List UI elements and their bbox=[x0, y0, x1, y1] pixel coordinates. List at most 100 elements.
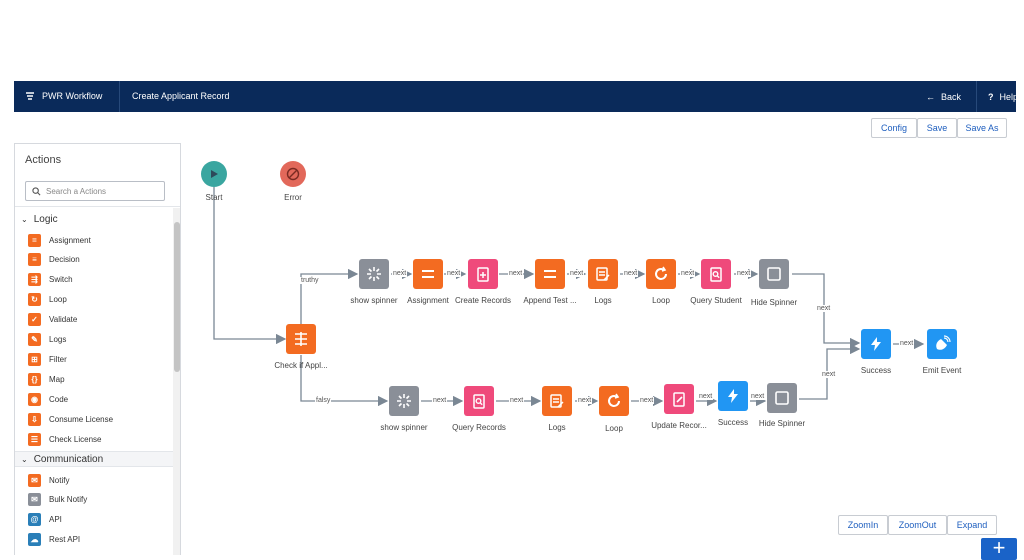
action-item-assignment[interactable]: =Assignment bbox=[28, 231, 91, 249]
error-node[interactable] bbox=[280, 161, 306, 187]
action-item-validate[interactable]: ✓Validate bbox=[28, 311, 77, 329]
top-navbar: PWR Workflow Create Applicant Record ← B… bbox=[14, 81, 1018, 112]
zoom-out-button[interactable]: ZoomOut bbox=[888, 515, 947, 535]
action-item-label: Consume License bbox=[49, 414, 114, 424]
action-item-switch[interactable]: ⇶Switch bbox=[28, 271, 73, 289]
edge-label-next: next bbox=[623, 270, 639, 277]
loop-icon bbox=[608, 393, 620, 407]
action-item-code[interactable]: ◉Code bbox=[28, 390, 68, 408]
menu-logo-icon[interactable] bbox=[24, 90, 36, 102]
action-item-label: Check License bbox=[49, 434, 102, 444]
loop-icon bbox=[655, 266, 667, 280]
action-item-label: Validate bbox=[49, 315, 78, 325]
query-student-node[interactable] bbox=[701, 259, 731, 289]
search-placeholder: Search a Actions bbox=[46, 186, 107, 196]
header-divider bbox=[119, 81, 120, 112]
falsy-loop-node[interactable] bbox=[599, 386, 629, 416]
error-label: Error bbox=[284, 193, 302, 202]
truthy-loop-label: Loop bbox=[652, 296, 670, 305]
add-fab-button[interactable]: + bbox=[981, 535, 1017, 560]
truthy-loop-node[interactable] bbox=[646, 259, 676, 289]
scrollbar-thumb[interactable] bbox=[174, 222, 180, 372]
action-item-map[interactable]: {}Map bbox=[28, 370, 65, 388]
checklist-icon: ☰ bbox=[28, 432, 41, 446]
falsy-hide-spinner-node[interactable] bbox=[767, 383, 797, 413]
panel-divider bbox=[15, 206, 180, 207]
check-applicant-decision-node[interactable] bbox=[286, 324, 316, 354]
falsy-loop-label: Loop bbox=[605, 424, 623, 433]
falsy-success-node[interactable] bbox=[718, 381, 748, 411]
query-records-label: Query Records bbox=[452, 423, 506, 432]
action-item-label: Loop bbox=[49, 295, 67, 305]
header-divider-2 bbox=[976, 81, 977, 112]
filter-icon: ⊞ bbox=[28, 352, 41, 366]
create-records-node[interactable] bbox=[468, 259, 498, 289]
action-item-label: Filter bbox=[49, 354, 67, 364]
action-item-check-license[interactable]: ☰ Check License bbox=[28, 430, 101, 448]
category-logic[interactable]: ⌄ Logic bbox=[15, 211, 173, 227]
success-node[interactable] bbox=[861, 329, 891, 359]
emit-event-node[interactable] bbox=[927, 329, 957, 359]
search-actions-input[interactable]: Search a Actions bbox=[25, 181, 165, 201]
update-records-label: Update Recor... bbox=[651, 421, 707, 430]
action-item-filter[interactable]: ⊞ Filter bbox=[28, 350, 67, 368]
logs-icon bbox=[550, 394, 564, 408]
falsy-logs-label: Logs bbox=[548, 423, 566, 432]
action-item-consume-license[interactable]: ⇩ Consume License bbox=[28, 410, 113, 428]
append-test-label: Append Test ... bbox=[523, 296, 577, 305]
falsy-logs-node[interactable] bbox=[542, 386, 572, 416]
zoom-in-button[interactable]: ZoomIn bbox=[838, 515, 888, 535]
config-button[interactable]: Config bbox=[871, 118, 917, 138]
category-communication[interactable]: ⌄ Communication bbox=[15, 451, 173, 467]
action-item-loop[interactable]: ↻Loop bbox=[28, 291, 67, 309]
help-button[interactable]: ? Help bbox=[980, 81, 1024, 112]
mail-icon: ✉ bbox=[28, 473, 41, 487]
expand-button[interactable]: Expand bbox=[947, 515, 997, 535]
action-item-decision[interactable]: ≡Decision bbox=[28, 251, 80, 269]
edge-label-next: next bbox=[816, 305, 832, 312]
assignment-node[interactable] bbox=[413, 259, 443, 289]
assignment-icon bbox=[422, 270, 434, 278]
action-item-notify[interactable]: ✉Notify bbox=[28, 471, 69, 489]
api-icon: @ bbox=[28, 513, 41, 527]
cloud-icon: ☁ bbox=[28, 533, 41, 547]
edge-label-next: next bbox=[639, 397, 655, 404]
truthy-logs-label: Logs bbox=[594, 296, 612, 305]
save-button[interactable]: Save bbox=[917, 118, 957, 138]
help-label: Help bbox=[999, 91, 1019, 102]
action-item-label: Map bbox=[49, 374, 65, 384]
start-node[interactable] bbox=[201, 161, 227, 187]
edge-label-next: next bbox=[680, 270, 696, 277]
falsy-show-spinner-node[interactable] bbox=[389, 386, 419, 416]
create-records-label: Create Records bbox=[454, 296, 512, 305]
append-test-node[interactable] bbox=[535, 259, 565, 289]
spinner-icon bbox=[397, 394, 411, 408]
action-item-label: Assignment bbox=[49, 235, 91, 245]
edge-label-next: next bbox=[821, 371, 837, 378]
download-icon: ⇩ bbox=[28, 412, 41, 426]
edge-label-next: next bbox=[736, 270, 752, 277]
truthy-show-spinner-node[interactable] bbox=[359, 259, 389, 289]
action-item-bulk-notify[interactable]: ✉Bulk Notify bbox=[28, 491, 87, 509]
edge-label-next: next bbox=[446, 270, 462, 277]
assignment-label: Assignment bbox=[407, 296, 449, 305]
actions-scrollbar[interactable] bbox=[173, 208, 180, 555]
save-as-button[interactable]: Save As bbox=[957, 118, 1007, 138]
action-item-rest-api[interactable]: ☁Rest API bbox=[28, 531, 80, 549]
falsy-show-spinner-label: show spinner bbox=[380, 423, 428, 432]
back-button[interactable]: ← Back bbox=[916, 81, 971, 112]
edit-record-icon bbox=[673, 392, 685, 407]
workflow-canvas[interactable]: truthy falsy next next next next next ne… bbox=[181, 143, 1016, 555]
decision-icon: ≡ bbox=[28, 253, 41, 267]
query-records-node[interactable] bbox=[464, 386, 494, 416]
query-icon bbox=[710, 267, 722, 282]
edge-label-next: next bbox=[392, 270, 408, 277]
plus-icon: + bbox=[992, 535, 1006, 560]
update-records-node[interactable] bbox=[664, 384, 694, 414]
truthy-logs-node[interactable] bbox=[588, 259, 618, 289]
truthy-hide-spinner-node[interactable] bbox=[759, 259, 789, 289]
search-icon bbox=[32, 186, 41, 195]
action-item-api[interactable]: @API bbox=[28, 511, 62, 529]
action-item-logs[interactable]: ✎Logs bbox=[28, 331, 66, 349]
square-icon bbox=[767, 267, 781, 281]
